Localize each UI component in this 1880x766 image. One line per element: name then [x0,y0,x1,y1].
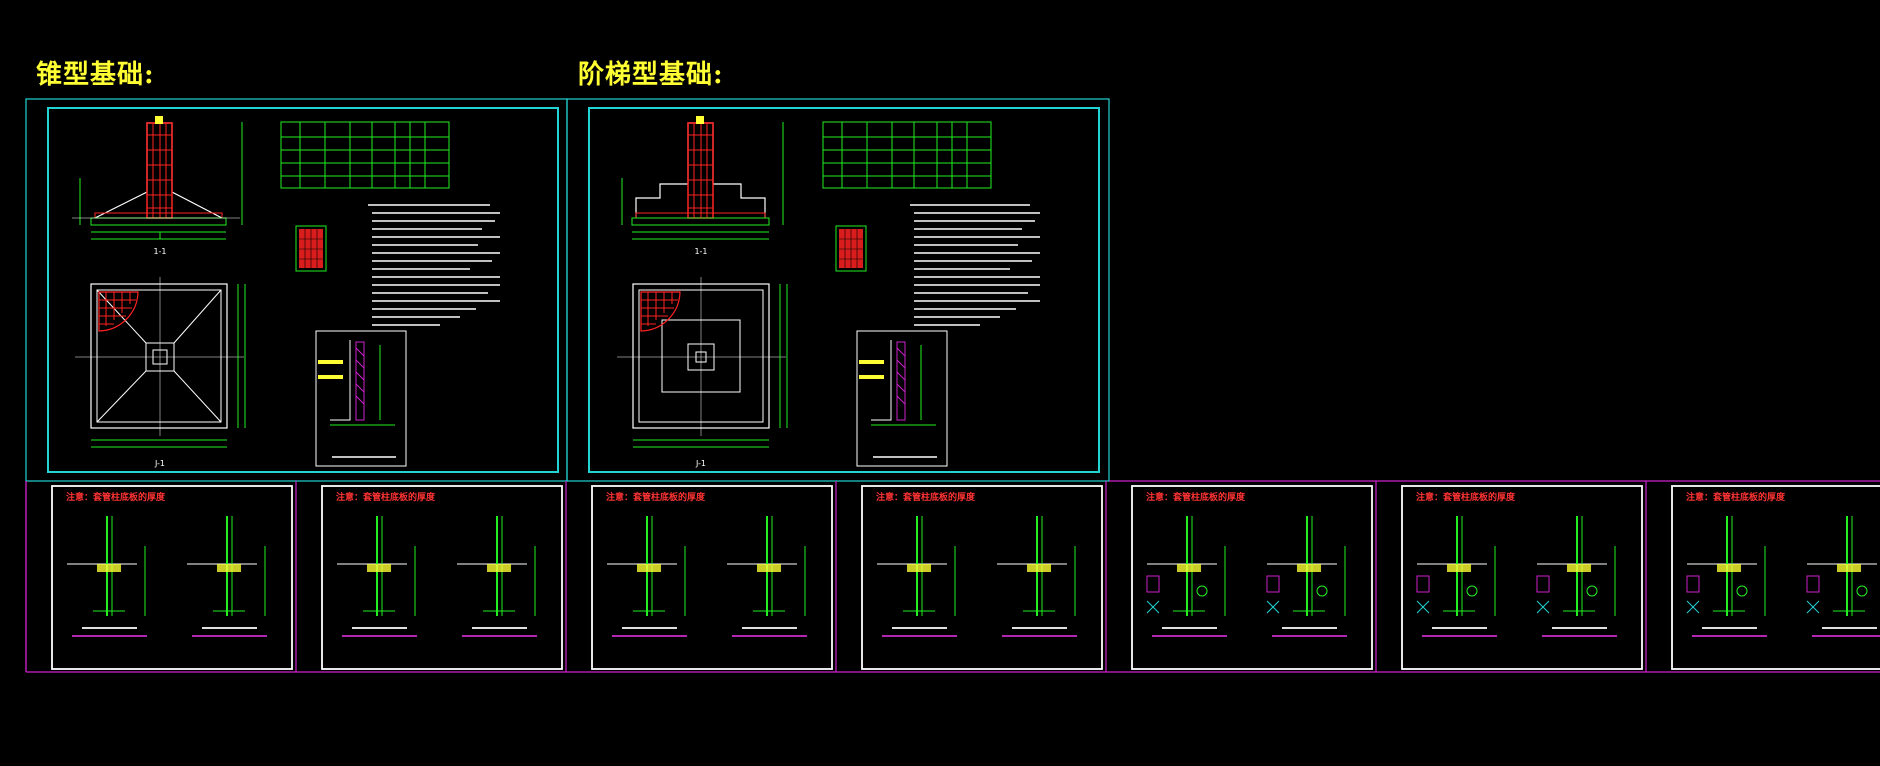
detail-panel: 注意：套管柱底板的厚度 [591,485,833,670]
detail-panel: 注意：套管柱底板的厚度 [1131,485,1373,670]
cone-section-1-1: 1-1 [72,116,243,256]
stepped-waterproof-detail [856,330,948,467]
cone-notes-text-block [368,204,500,326]
svg-text:1-1: 1-1 [694,247,707,256]
stepped-reinforcement-table [822,121,992,189]
cone-foundation-title: 锥型基础: [36,60,155,90]
stepped-sheet-outer-frame [566,98,1110,482]
detail-panel-note: 注意：套管柱底板的厚度 [876,491,976,503]
detail-panel: 注意：套管柱底板的厚度 [51,485,293,670]
stepped-plan-view: J-1 [617,277,788,468]
detail-panel-note: 注意：套管柱底板的厚度 [1416,491,1516,503]
detail-panel-note: 注意：套管柱底板的厚度 [336,491,436,503]
svg-text:J-1: J-1 [695,459,706,468]
detail-panel-note: 注意：套管柱底板的厚度 [1686,491,1786,503]
svg-text:J-1: J-1 [154,459,165,468]
detail-panel: 注意：套管柱底板的厚度 [1401,485,1643,670]
cone-waterproof-detail [315,330,407,467]
stepped-notes-text-block [910,204,1040,326]
detail-panel: 注意：套管柱底板的厚度 [321,485,563,670]
detail-panel: 注意：套管柱底板的厚度 [1671,485,1880,670]
detail-panel-note: 注意：套管柱底板的厚度 [1146,491,1246,503]
svg-text:1-1: 1-1 [153,247,166,256]
detail-panel-note: 注意：套管柱底板的厚度 [606,491,706,503]
cone-plan-view: J-1 [75,277,246,468]
cone-reinforcement-table [280,121,450,189]
detail-panel: 注意：套管柱底板的厚度 [861,485,1103,670]
detail-panel-note: 注意：套管柱底板的厚度 [66,491,166,503]
cone-sheet-inner-frame [47,107,559,473]
cone-column-section [295,225,327,272]
stepped-sheet-inner-frame [588,107,1100,473]
stepped-section-1-1: 1-1 [621,116,784,256]
stepped-column-section [835,225,867,272]
detail-panel-strip: 注意：套管柱底板的厚度 注意：套管柱底板的厚度 注意：套管柱底板的厚度 注意：套管柱底… [25,481,1880,672]
stepped-foundation-title: 阶梯型基础: [578,60,724,90]
